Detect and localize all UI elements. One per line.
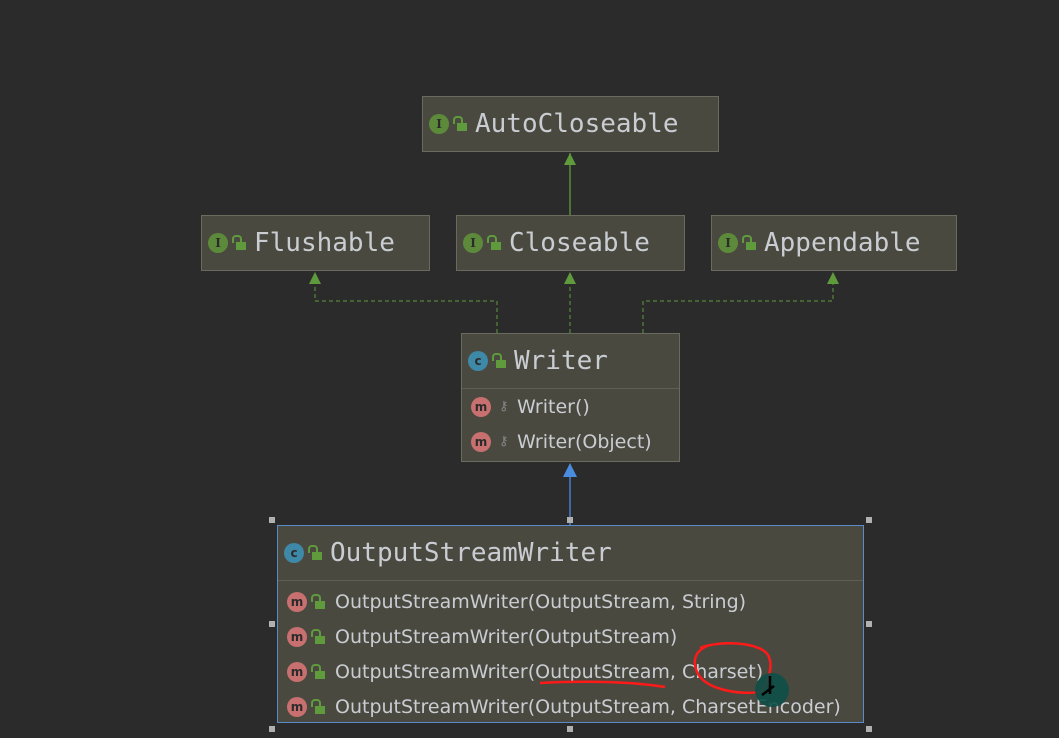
method-signature: Writer(Object) <box>517 430 652 453</box>
method-signature: Writer() <box>517 395 590 418</box>
interface-icon: I <box>208 233 228 253</box>
resize-handle[interactable] <box>269 517 275 523</box>
node-title: AutoCloseable <box>475 109 679 139</box>
method-signature: OutputStreamWriter(OutputStream, Charset… <box>335 695 841 718</box>
method-signature: OutputStreamWriter(OutputStream) <box>335 625 678 648</box>
interface-icon: I <box>429 114 449 134</box>
public-lock-icon <box>311 663 325 679</box>
public-lock-icon <box>311 593 325 609</box>
interface-node-closeable[interactable]: I Closeable <box>456 215 685 271</box>
class-icon: c <box>284 543 304 563</box>
public-lock-icon <box>232 235 246 250</box>
method-row[interactable]: m OutputStreamWriter(OutputStream) <box>278 619 863 654</box>
method-signature: OutputStreamWriter(OutputStream, Charset… <box>335 660 764 683</box>
node-title: Flushable <box>254 228 395 258</box>
method-icon: m <box>471 431 491 452</box>
method-row[interactable]: m OutputStreamWriter(OutputStream, Charse… <box>278 654 863 689</box>
method-row[interactable]: m OutputStreamWriter(OutputStream, Charse… <box>278 689 863 724</box>
resize-handle[interactable] <box>269 726 275 732</box>
implements-arrow-flushable <box>314 283 498 333</box>
resize-handle[interactable] <box>866 621 872 627</box>
resize-handle[interactable] <box>567 517 573 523</box>
public-lock-icon <box>492 353 506 368</box>
resize-handle[interactable] <box>269 621 275 627</box>
resize-handle[interactable] <box>567 726 573 732</box>
public-lock-icon <box>487 235 501 250</box>
public-lock-icon <box>742 235 756 250</box>
protected-key-icon: ⚷ <box>499 398 509 414</box>
resize-handle[interactable] <box>866 517 872 523</box>
public-lock-icon <box>308 545 322 560</box>
interface-node-appendable[interactable]: I Appendable <box>711 215 957 271</box>
public-lock-icon <box>453 116 467 131</box>
protected-key-icon: ⚷ <box>499 433 509 449</box>
public-lock-icon <box>311 698 325 714</box>
method-row[interactable]: m OutputStreamWriter(OutputStream, String… <box>278 584 863 619</box>
method-icon: m <box>287 626 307 647</box>
abstract-class-icon: c <box>468 351 488 371</box>
method-row[interactable]: m ⚷ Writer() <box>462 389 679 424</box>
method-icon: m <box>287 696 307 717</box>
method-row[interactable]: m ⚷ Writer(Object) <box>462 424 679 459</box>
method-signature: OutputStreamWriter(OutputStream, String) <box>335 590 747 613</box>
interface-node-autocloseable[interactable]: I AutoCloseable <box>422 96 719 152</box>
node-title: Writer <box>514 346 608 376</box>
method-icon: m <box>287 661 307 682</box>
node-title: Closeable <box>509 228 650 258</box>
method-icon: m <box>471 396 491 417</box>
node-title: OutputStreamWriter <box>330 538 612 568</box>
interface-node-flushable[interactable]: I Flushable <box>201 215 430 271</box>
class-node-writer[interactable]: c Writer m ⚷ Writer() m ⚷ Writer(Object) <box>461 333 680 462</box>
resize-handle[interactable] <box>866 726 872 732</box>
implements-arrow-appendable <box>642 283 834 333</box>
interface-icon: I <box>718 233 738 253</box>
method-icon: m <box>287 591 307 612</box>
node-title: Appendable <box>764 228 921 258</box>
public-lock-icon <box>311 628 325 644</box>
interface-icon: I <box>463 233 483 253</box>
